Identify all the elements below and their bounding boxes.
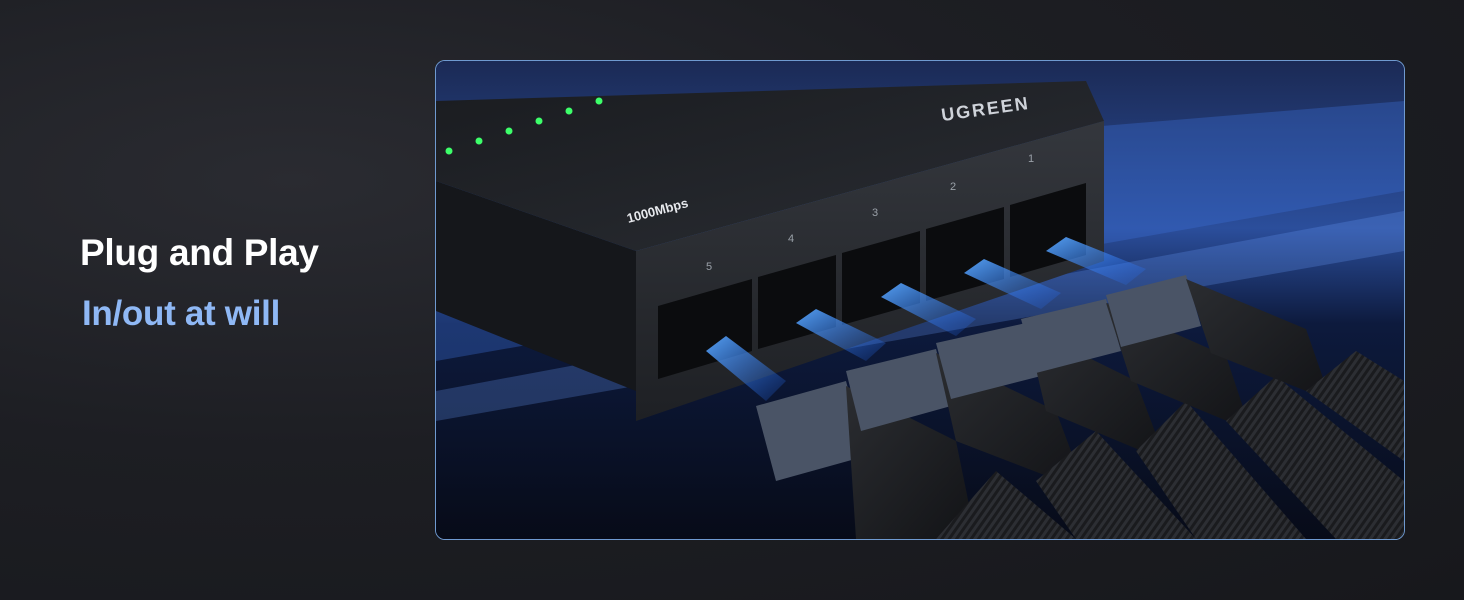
status-led-row: [445, 97, 603, 155]
port-number-2: 2: [950, 181, 957, 193]
product-photo: UGREEN 1000Mbps 1 2 3 4 5: [435, 60, 1405, 540]
port-number-1: 1: [1028, 153, 1035, 165]
subheadline: In/out at will: [82, 294, 281, 333]
signal-beams: [706, 237, 1146, 401]
port-number-4: 4: [788, 233, 795, 245]
switch-illustration: [436, 61, 1404, 539]
ethernet-cables: [756, 275, 1404, 539]
port-number-3: 3: [872, 207, 879, 219]
port-number-5: 5: [706, 261, 713, 273]
headline: Plug and Play: [80, 232, 319, 273]
